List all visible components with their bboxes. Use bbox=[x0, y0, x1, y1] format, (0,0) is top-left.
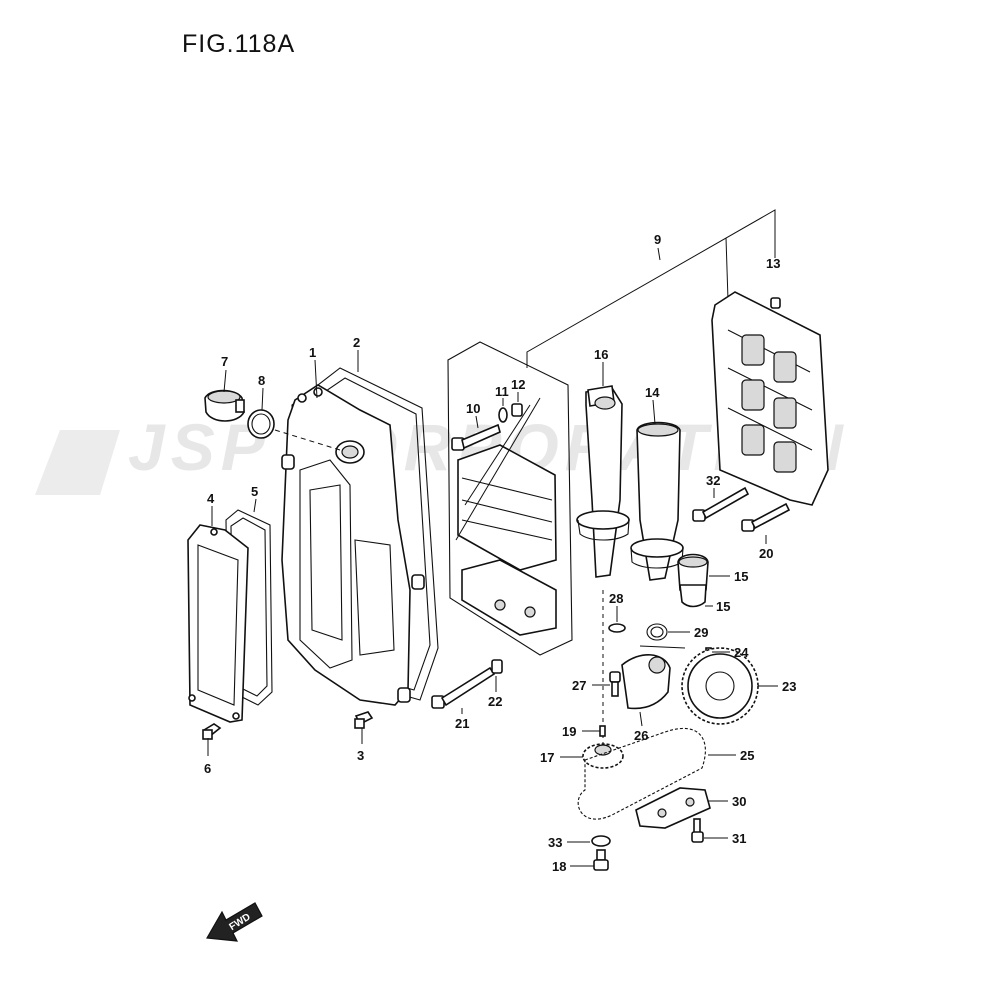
figure-title: FIG.118A bbox=[182, 30, 296, 58]
callout-11: 11 bbox=[495, 384, 509, 399]
part-5-gasket bbox=[225, 509, 273, 706]
part-11-washer bbox=[498, 407, 508, 423]
callout-8: 8 bbox=[258, 373, 265, 388]
callout-1: 1 bbox=[309, 345, 316, 360]
callout-28: 28 bbox=[609, 591, 623, 606]
part-8-oring bbox=[247, 409, 341, 451]
part-26-tensioner-arm bbox=[621, 654, 671, 710]
callout-30: 30 bbox=[732, 794, 746, 809]
part-14-camshaft bbox=[630, 421, 684, 581]
part-33-washer bbox=[591, 835, 611, 847]
callout-32: 32 bbox=[706, 473, 720, 488]
callout-29: 29 bbox=[694, 625, 708, 640]
camshaft-housing bbox=[711, 291, 829, 506]
part-27-bolt bbox=[609, 671, 621, 697]
part-31-bolt bbox=[691, 818, 704, 843]
fwd-arrow-icon: FWD bbox=[206, 902, 263, 942]
callout-13: 13 bbox=[766, 256, 780, 271]
part-32-bolt bbox=[692, 486, 750, 522]
callout-25: 25 bbox=[740, 748, 754, 763]
part-7-cap bbox=[204, 389, 245, 422]
part-18-bolt bbox=[593, 849, 609, 871]
callout-17: 17 bbox=[540, 750, 554, 765]
part-16-camshaft bbox=[576, 385, 630, 578]
callout-24: 24 bbox=[734, 645, 749, 660]
callout-20: 20 bbox=[759, 546, 773, 561]
callout-18: 18 bbox=[552, 859, 566, 874]
part-21-bolt bbox=[431, 666, 496, 709]
callout-4: 4 bbox=[207, 491, 215, 506]
callout-23: 23 bbox=[782, 679, 796, 694]
part-22-pin bbox=[491, 659, 503, 674]
callout-3: 3 bbox=[357, 748, 364, 763]
part-1-cover bbox=[281, 384, 425, 706]
part-9-bracket-lines bbox=[526, 209, 776, 368]
part-12-pin bbox=[511, 403, 523, 417]
callout-2: 2 bbox=[353, 335, 360, 350]
part-15-bearing bbox=[677, 553, 709, 608]
bearing-cap-panel bbox=[447, 341, 573, 656]
callout-33: 33 bbox=[548, 835, 562, 850]
callout-27: 27 bbox=[572, 678, 586, 693]
part-29-spring bbox=[639, 623, 686, 649]
callout-19: 19 bbox=[562, 724, 576, 739]
callout-31: 31 bbox=[732, 831, 746, 846]
callout-16: 16 bbox=[594, 347, 608, 362]
callout-15a: 15 bbox=[734, 569, 748, 584]
part-25-chain bbox=[577, 727, 706, 820]
callout-5: 5 bbox=[251, 484, 258, 499]
part-28-washer bbox=[608, 623, 626, 633]
leader-lines bbox=[207, 350, 778, 867]
callout-10: 10 bbox=[466, 401, 480, 416]
callout-26: 26 bbox=[634, 728, 648, 743]
part-17-sprocket bbox=[582, 743, 624, 769]
part-23-sprocket bbox=[681, 647, 759, 725]
callout-22: 22 bbox=[488, 694, 502, 709]
callout-labels: 1 2 3 4 5 6 7 8 9 10 11 12 13 14 15 15 1… bbox=[204, 232, 796, 874]
part-3-bolt bbox=[354, 711, 374, 729]
part-20-bolt bbox=[741, 502, 791, 532]
part-30-chain-guide bbox=[635, 787, 711, 829]
callout-21: 21 bbox=[455, 716, 469, 731]
callout-7: 7 bbox=[221, 354, 228, 369]
callout-6: 6 bbox=[204, 761, 211, 776]
callout-9: 9 bbox=[654, 232, 661, 247]
part-19-key bbox=[599, 725, 606, 737]
callout-15b: 15 bbox=[716, 599, 730, 614]
part-10-bolt bbox=[451, 423, 501, 451]
part-6-bolt bbox=[202, 723, 222, 740]
part-13-plug bbox=[770, 297, 781, 309]
part-4-plate bbox=[187, 524, 249, 723]
callout-14: 14 bbox=[645, 385, 660, 400]
callout-12: 12 bbox=[511, 377, 525, 392]
